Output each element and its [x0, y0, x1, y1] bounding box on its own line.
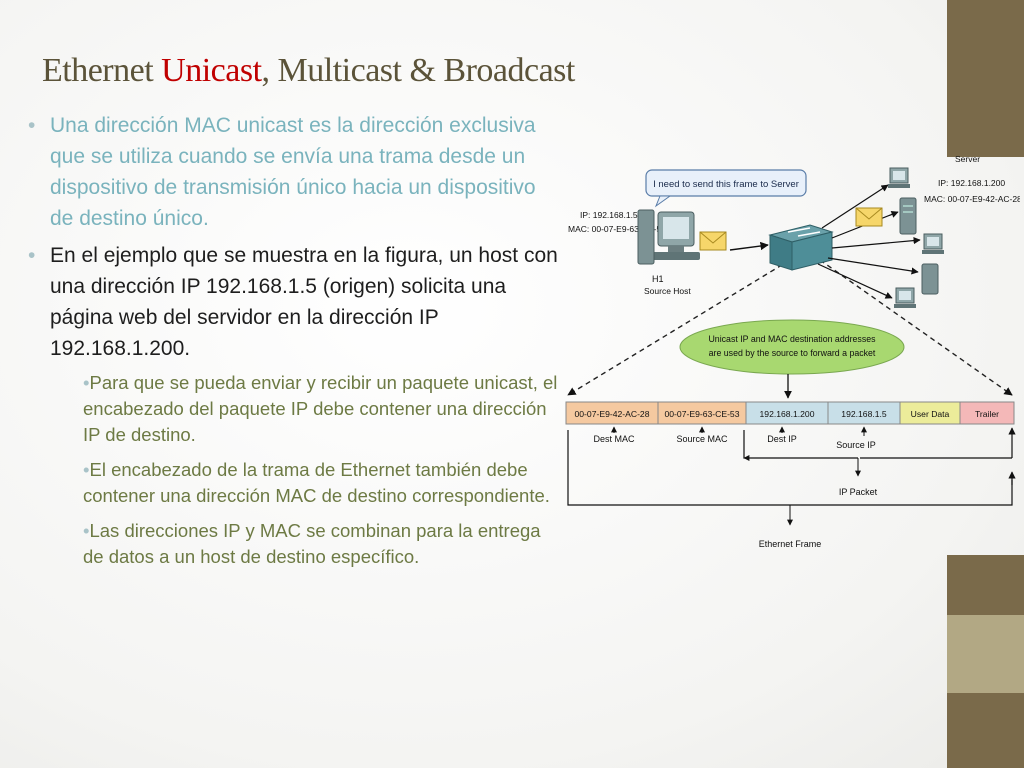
server-label: Server	[955, 154, 980, 164]
link-switch-host-1	[821, 184, 889, 229]
envelope-icon	[855, 207, 883, 227]
h1-computer-icon	[637, 209, 700, 265]
label-dest-mac: Dest MAC	[593, 434, 635, 444]
label-ip-packet: IP Packet	[839, 487, 878, 497]
speech-bubble: I need to send this frame to Server	[645, 169, 807, 208]
subbullet-dot: •	[83, 459, 90, 480]
label-source-mac: Source MAC	[676, 434, 728, 444]
decor-bar-bottom-3	[947, 693, 1024, 768]
label-dest-ip: Dest IP	[767, 434, 797, 444]
frame-text-trailer: Trailer	[975, 409, 999, 419]
unicast-diagram: I need to send this frame to Server IP: …	[565, 154, 1020, 549]
server-computer-icon	[899, 197, 917, 235]
bullet-example: • En el ejemplo que se muestra en la fig…	[28, 240, 563, 364]
server-ip-label: IP: 192.168.1.200	[938, 178, 1005, 188]
dashed-line-right	[819, 259, 1013, 396]
bullet-dot: •	[28, 244, 36, 267]
link-switch-host-4	[817, 263, 893, 299]
subbullet-dot: •	[83, 520, 90, 541]
bubble-line-1: Unicast IP and MAC destination addresses	[708, 334, 876, 344]
link-switch-host-2	[831, 237, 921, 249]
envelope-icon	[699, 231, 727, 251]
label-source-ip: Source IP	[836, 440, 876, 450]
h1-name: H1	[652, 274, 664, 284]
h1-ip-label: IP: 192.168.1.5	[580, 210, 638, 220]
host-computer-icon	[922, 233, 944, 254]
slide-body: • Una dirección MAC unicast es la direcc…	[28, 110, 563, 579]
title-part1: Ethernet	[42, 52, 162, 89]
subbullet-text: Para que se pueda enviar y recibir un pa…	[83, 372, 558, 445]
bullet-unicast-definition: • Una dirección MAC unicast es la direcc…	[28, 110, 563, 234]
title-highlight: Unicast	[161, 52, 262, 89]
label-ethernet-frame: Ethernet Frame	[759, 539, 822, 549]
host-computer-icon	[888, 167, 910, 188]
subbullet-ip-destination: •Para que se pueda enviar y recibir un p…	[83, 370, 563, 448]
dashed-line-left	[567, 259, 791, 396]
h1-mac-label: MAC: 00-07-E9-63-CE-53	[568, 224, 666, 234]
ethernet-frame: 00-07-E9-42-AC-28 00-07-E9-63-CE-53 192.…	[565, 401, 1015, 425]
frame-text-user-data: User Data	[911, 409, 950, 419]
bullet-text: En el ejemplo que se muestra en la figur…	[50, 244, 558, 360]
host-computer-icon	[894, 287, 916, 308]
frame-text-dest-mac: 00-07-E9-42-AC-28	[575, 409, 650, 419]
decor-bar-top	[947, 0, 1024, 157]
frame-text-source-ip: 192.168.1.5	[841, 409, 887, 419]
bullet-text: Una dirección MAC unicast es la direcció…	[50, 114, 536, 230]
link-switch-host-3	[827, 257, 919, 275]
bullet-dot: •	[28, 114, 36, 137]
subbullet-text: Las direcciones IP y MAC se combinan par…	[83, 520, 541, 567]
h1-role: Source Host	[644, 286, 691, 296]
subbullet-ip-mac-combined: •Las direcciones IP y MAC se combinan pa…	[83, 518, 563, 570]
server-mac-label: MAC: 00-07-E9-42-AC-28	[924, 194, 1020, 204]
host-computer-icon	[921, 263, 939, 295]
title-part2: , Multicast & Broadcast	[261, 52, 576, 89]
frame-text-source-mac: 00-07-E9-63-CE-53	[665, 409, 740, 419]
subbullet-text: El encabezado de la trama de Ethernet ta…	[83, 459, 550, 506]
subbullet-mac-destination: •El encabezado de la trama de Ethernet t…	[83, 457, 563, 509]
slide-title: Ethernet Unicast, Multicast & Broadcast	[42, 52, 942, 90]
switch-icon	[768, 224, 834, 271]
subbullet-dot: •	[83, 372, 90, 393]
decor-bar-bottom-1	[947, 555, 1024, 615]
unicast-bubble	[679, 319, 905, 375]
speech-text: I need to send this frame to Server	[653, 179, 799, 190]
frame-cell-trailer	[959, 401, 1015, 425]
decor-bar-bottom-2	[947, 615, 1024, 693]
link-h1-switch	[729, 241, 769, 251]
bubble-line-2: are used by the source to forward a pack…	[709, 348, 876, 358]
frame-text-dest-ip: 192.168.1.200	[760, 409, 815, 419]
